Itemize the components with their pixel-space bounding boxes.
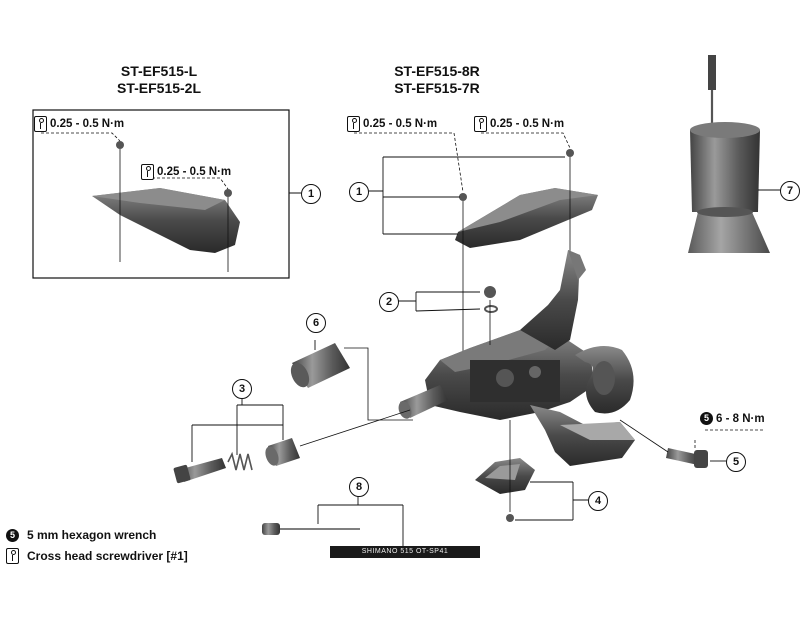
torque-left-outer: 0.25 - 0.5 N·m xyxy=(34,116,124,132)
cross-screwdriver-icon xyxy=(34,116,47,132)
part-7-grip-cylinder xyxy=(690,130,760,212)
hex-wrench-icon: 5 xyxy=(6,528,19,542)
upshift-lever xyxy=(520,250,580,350)
left-cover-screw-2 xyxy=(224,189,232,197)
part-2-screw xyxy=(484,286,496,298)
callout-4: 4 xyxy=(588,491,608,511)
right-cover-screw-b xyxy=(566,149,574,157)
left-cover-screw xyxy=(116,141,124,149)
torque-right-a: 0.25 - 0.5 N·m xyxy=(347,116,437,132)
part-5-clamp-bolt xyxy=(666,448,700,465)
cross-screwdriver-icon xyxy=(6,548,19,564)
torque-right-b-value: 0.25 - 0.5 N·m xyxy=(490,118,565,130)
cable-barrel xyxy=(400,385,448,418)
legend-hex-wrench: 5 5 mm hexagon wrench xyxy=(6,528,156,542)
cross-screwdriver-icon xyxy=(141,164,154,180)
part-3-adjuster-bolt xyxy=(178,458,226,482)
callout-5: 5 xyxy=(726,452,746,472)
part-7-cone-base xyxy=(688,212,770,253)
callout-1-left: 1 xyxy=(301,184,321,204)
part-4-screw xyxy=(506,514,514,522)
legend-cross-screwdriver-label: Cross head screwdriver [#1] xyxy=(27,549,188,563)
callout-2: 2 xyxy=(379,292,399,312)
right-cover-screw-a xyxy=(459,193,467,201)
cable-housing-print: SHIMANO 515 OT-SP41 xyxy=(330,546,480,558)
torque-left-outer-value: 0.25 - 0.5 N·m xyxy=(50,118,125,130)
legend-hex-wrench-label: 5 mm hexagon wrench xyxy=(27,528,157,542)
torque-left-inner-value: 0.25 - 0.5 N·m xyxy=(157,166,232,178)
left-model-box xyxy=(32,109,290,279)
left-models-title: ST-EF515-L ST-EF515-2L xyxy=(79,63,239,97)
right-indicator-cover xyxy=(455,188,598,248)
torque-right-a-value: 0.25 - 0.5 N·m xyxy=(363,118,438,130)
right-models-title: ST-EF515-8R ST-EF515-7R xyxy=(357,63,517,97)
hex-wrench-icon: 5 xyxy=(700,412,713,425)
callout-6: 6 xyxy=(306,313,326,333)
callout-3: 3 xyxy=(232,379,252,399)
right-model-1: ST-EF515-8R xyxy=(394,63,480,79)
cross-screwdriver-icon xyxy=(474,116,487,132)
callout-7: 7 xyxy=(780,181,800,201)
torque-bolt-value: 6 - 8 N·m xyxy=(716,412,765,425)
left-model-2: ST-EF515-2L xyxy=(116,80,202,96)
callout-8: 8 xyxy=(349,477,369,497)
torque-right-b: 0.25 - 0.5 N·m xyxy=(474,116,564,132)
torque-left-inner: 0.25 - 0.5 N·m xyxy=(141,164,231,180)
callout-1-right: 1 xyxy=(349,182,369,202)
torque-bolt: 5 6 - 8 N·m xyxy=(700,412,765,425)
part-8-cable-end xyxy=(262,523,280,535)
part-2-washer xyxy=(484,305,498,313)
left-model-1: ST-EF515-L xyxy=(120,63,198,79)
cross-screwdriver-icon xyxy=(347,116,360,132)
right-model-2: ST-EF515-7R xyxy=(394,80,480,96)
legend-cross-screwdriver: Cross head screwdriver [#1] xyxy=(6,548,188,564)
part-3-spring xyxy=(227,451,253,471)
